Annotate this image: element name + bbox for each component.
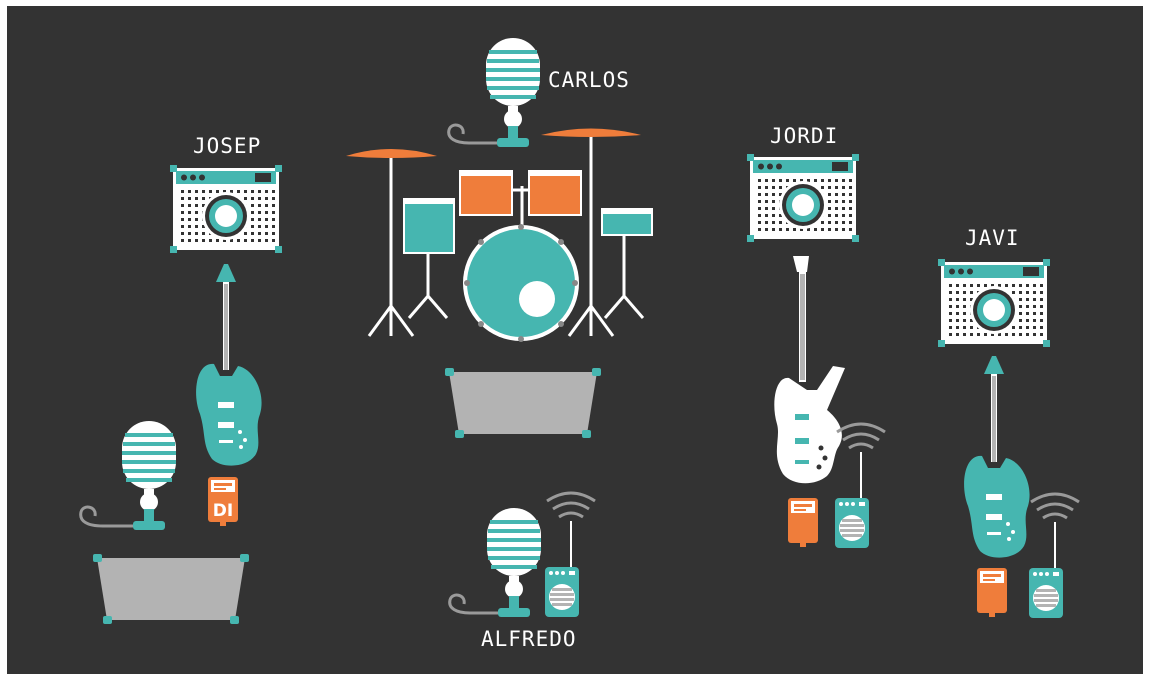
josep-di-box: DI bbox=[208, 477, 238, 526]
ride-cymbal bbox=[541, 129, 641, 138]
snare-drum bbox=[404, 199, 454, 253]
crash-cymbal bbox=[346, 149, 437, 158]
jordi-bass-amp bbox=[747, 154, 859, 242]
di-label: DI bbox=[213, 501, 233, 521]
josep-guitar bbox=[196, 264, 262, 466]
josep-floor-monitor bbox=[93, 554, 249, 624]
rack-tom-right bbox=[529, 171, 581, 215]
javi-wireless-receiver bbox=[1029, 494, 1079, 618]
stage-plot-drawing: DI bbox=[7, 6, 1143, 674]
javi-guitar bbox=[964, 356, 1030, 558]
rack-tom-left bbox=[460, 171, 512, 215]
carlos-vocal-mic bbox=[486, 38, 540, 147]
alfredo-vocal-mic bbox=[487, 508, 541, 617]
josep-vocal-mic bbox=[122, 421, 176, 530]
jordi-bass-guitar bbox=[774, 256, 845, 483]
josep-guitar-amp bbox=[170, 165, 282, 253]
jordi-di-pedal bbox=[788, 498, 818, 547]
stage-plot-canvas: JOSEP CARLOS JORDI JAVI ALFREDO bbox=[7, 6, 1143, 674]
josep-mic-cable bbox=[81, 507, 133, 526]
javi-di-pedal bbox=[977, 568, 1007, 617]
carlos-mic-cable bbox=[449, 125, 497, 143]
alfredo-mic-cable bbox=[450, 595, 498, 613]
drum-kit bbox=[346, 129, 652, 343]
jordi-wireless-receiver bbox=[835, 424, 885, 548]
javi-guitar-amp bbox=[938, 259, 1050, 347]
alfredo-wireless-receiver bbox=[545, 493, 595, 617]
carlos-floor-monitor bbox=[445, 368, 601, 438]
